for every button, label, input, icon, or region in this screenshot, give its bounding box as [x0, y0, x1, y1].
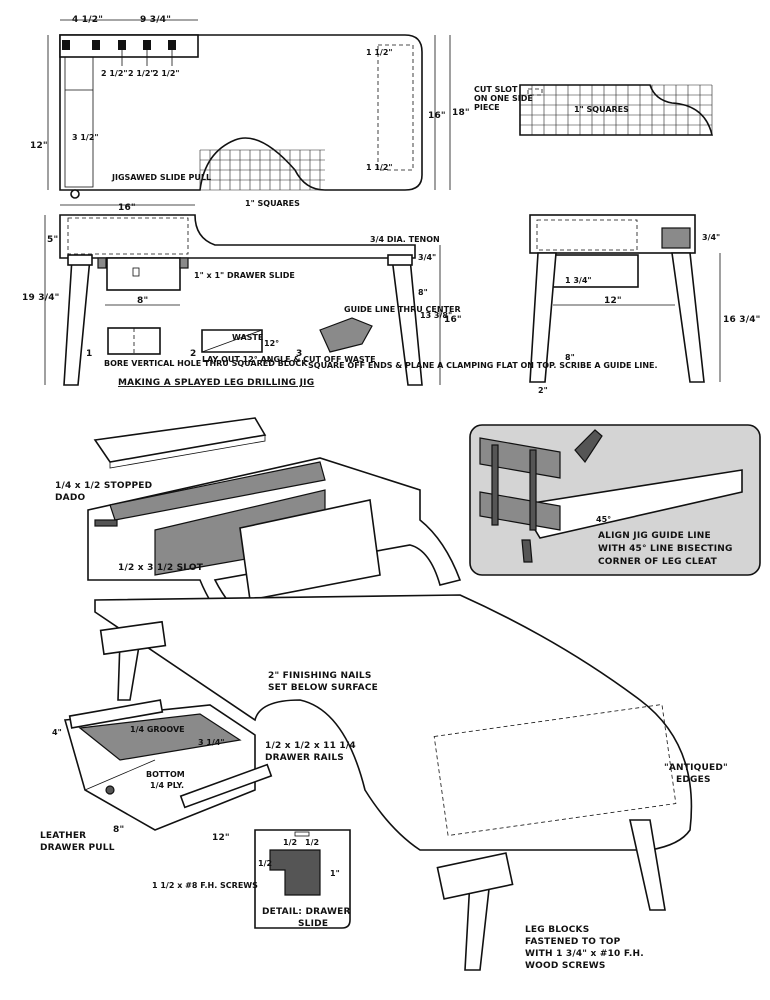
dim-1-1-2-top: 1 1/2" [366, 48, 393, 57]
dim-2-1-2-c: 2 1/2" [153, 69, 180, 78]
step-1-num: 1 [86, 349, 92, 359]
top-view: 4 1/2" 9 3/4" 2 1/2" 2 1/2" 2 1/2" 12" 3… [30, 15, 470, 208]
callout-nails-l1: 2" FINISHING NAILS [268, 671, 372, 681]
note-cut-slot-l1: CUT SLOT [474, 85, 518, 94]
step-3-guide: GUIDE LINE THRU CENTER [344, 305, 461, 314]
dim-4-1-2: 4 1/2" [72, 15, 103, 25]
drawer-pull-l1: LEATHER [40, 831, 86, 841]
dim-end-1-3-4: 1 3/4" [565, 276, 592, 285]
detail-dim-c: 1/2 [258, 859, 272, 868]
note-cut-slot-l2: ON ONE SIDE [474, 94, 533, 103]
jig-inset-caption-l1: ALIGN JIG GUIDE LINE [598, 531, 711, 541]
dim-end-16-3-4: 16 3/4" [723, 315, 761, 325]
jig-steps-title: MAKING A SPLAYED LEG DRILLING JIG [118, 378, 314, 388]
step-3-num: 3 [296, 349, 302, 359]
step-2-text: LAY OUT 12° ANGLE & CUT OFF WASTE [202, 355, 376, 364]
callout-stopped-dado-l2: DADO [55, 493, 86, 503]
dim-2-1-2-a: 2 1/2" [101, 69, 128, 78]
dim-end-8: 8" [565, 353, 575, 362]
detail-dim-a: 1/2 [283, 838, 297, 847]
note-1-inch-squares: 1" SQUARES [245, 199, 300, 208]
dim-9-3-4: 9 3/4" [140, 15, 171, 25]
dim-front-16: 16" [118, 203, 136, 213]
step-2-num: 2 [190, 349, 196, 359]
end-view: 3/4" 1 3/4" 12" 16 3/4" 8" 2" [529, 214, 761, 395]
dim-16: 16" [428, 111, 446, 121]
dim-end-2: 2" [538, 386, 548, 395]
drawer-pull-l2: DRAWER PULL [40, 843, 115, 853]
detail-title-l2: SLIDE [298, 919, 328, 929]
drawer-rails-l1: 1/2 x 1/2 x 11 1/4 [265, 741, 356, 751]
dim-front-5: 5" [47, 235, 58, 245]
jig-inset: 45° ALIGN JIG GUIDE LINE WITH 45° LINE B… [469, 424, 761, 576]
callout-leg-blocks-l2: FASTENED TO TOP [525, 937, 621, 947]
drawer-dim-3-1-4: 3 1/4" [198, 738, 225, 747]
drawer-view: 1/4 GROOVE BOTTOM 1/4 PLY. 1/2 x 1/2 x 1… [40, 699, 356, 890]
callout-leg-blocks-l4: WOOD SCREWS [525, 961, 606, 971]
callout-antiqued-l1: "ANTIQUED" [664, 763, 728, 773]
drawer-rails-l2: DRAWER RAILS [265, 753, 344, 763]
detail-dim-b: 1/2 [305, 838, 319, 847]
note-side-1-inch-squares: 1" SQUARES [574, 105, 629, 114]
jig-inset-caption-l3: CORNER OF LEG CLEAT [598, 557, 718, 567]
detail-dim-d: 1" [330, 869, 340, 878]
dim-end-3-4: 3/4" [702, 233, 720, 242]
drawer-dim-4: 4" [52, 728, 62, 737]
dim-front-13-3-8: 13 3/8" [420, 311, 452, 320]
dim-3-1-2: 3 1/2" [72, 133, 99, 142]
note-tenon: 3/4 DIA. TENON [370, 235, 440, 244]
step-3-text: SQUARE OFF ENDS & PLANE A CLAMPING FLAT … [308, 361, 658, 370]
jig-inset-angle: 45° [596, 515, 611, 524]
exploded-desk: 1/4 x 1/2 STOPPED DADO 1/2 x 3 1/2 SLOT … [55, 417, 728, 971]
drawer-dim-8: 8" [113, 825, 124, 835]
dim-front-8b: 8" [418, 288, 428, 297]
dim-front-16b: 16" [444, 315, 462, 325]
dim-end-12: 12" [604, 296, 622, 306]
callout-leg-blocks-l3: WITH 1 3/4" x #10 F.H. [525, 949, 644, 959]
callout-nails-l2: SET BELOW SURFACE [268, 683, 378, 693]
dim-front-8: 8" [137, 296, 148, 306]
drawer-dim-12: 12" [212, 833, 230, 843]
note-drawer-slide: 1" x 1" DRAWER SLIDE [194, 271, 295, 280]
callout-antiqued-l2: EDGES [676, 775, 711, 785]
jig-steps: 1 BORE VERTICAL HOLE THRU SQUARED BLOCK … [86, 305, 658, 388]
dim-12: 12" [30, 141, 48, 151]
note-cut-slot-l3: PIECE [474, 103, 500, 112]
dim-front-19-3-4: 19 3/4" [22, 293, 60, 303]
step-1-text: BORE VERTICAL HOLE THRU SQUARED BLOCK [104, 359, 308, 368]
front-view: 16" 5" 19 3/4" 8" 16" 3/4" 8" 13 3/8" 3/… [22, 203, 462, 386]
dim-18: 18" [452, 108, 470, 118]
note-jigsawed-slide-pull: JIGSAWED SLIDE PULL [111, 173, 211, 182]
dim-front-3-4: 3/4" [418, 253, 436, 262]
dim-1-1-2-bottom: 1 1/2" [366, 163, 393, 172]
step-2-dim: 12° [264, 339, 279, 348]
dim-2-1-2-b: 2 1/2" [128, 69, 155, 78]
detail-title-l1: DETAIL: DRAWER [262, 907, 351, 917]
detail-drawer-slide: 1/2 1/2 1/2 1" DETAIL: DRAWER SLIDE [254, 829, 351, 929]
callout-stopped-dado-l1: 1/4 x 1/2 STOPPED [55, 481, 152, 491]
drawer-bottom-l2: 1/4 PLY. [150, 781, 184, 790]
side-piece-view: CUT SLOT ON ONE SIDE PIECE 1" SQUARES [474, 84, 714, 136]
drawer-screws: 1 1/2 x #8 F.H. SCREWS [152, 881, 258, 890]
step-2-waste: WASTE [232, 333, 263, 342]
jig-inset-caption-l2: WITH 45° LINE BISECTING [598, 544, 733, 554]
drawer-bottom-l1: BOTTOM [146, 770, 185, 779]
drawer-groove: 1/4 GROOVE [130, 725, 185, 734]
callout-slot: 1/2 x 3 1/2 SLOT [118, 563, 204, 573]
callout-leg-blocks-l1: LEG BLOCKS [525, 925, 589, 935]
